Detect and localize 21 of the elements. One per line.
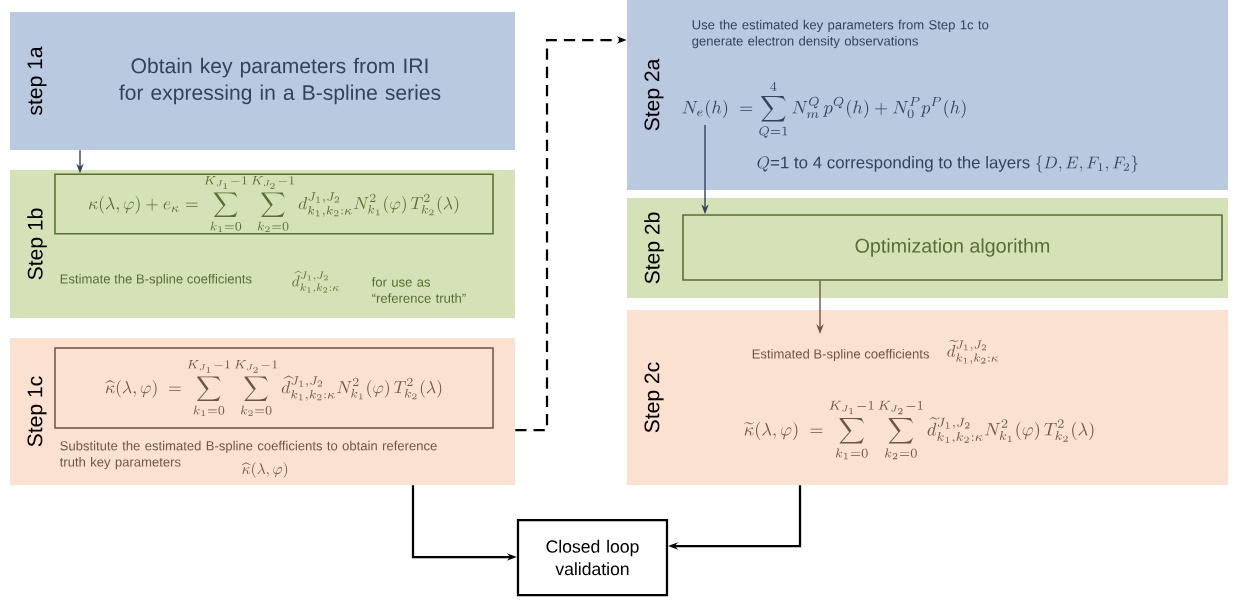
formula: $\widetilde{\kappa}(\lambda,\varphi)\;=\sum_{k_1=0}^{K_{J_1}-1}\sum_{k_2=0}^{K_{J_2}-1}\widetilde{d}^{J_1,J_2}_{k_1,k_2:\kappa}N^2_{k_1}(\varphi)\,T^2_{k_2}(\lambda)$	[743, 400, 1094, 460]
formula: $\widehat{d}^{J_1,J_2}_{k_1,k_2:\kappa}$	[292, 270, 339, 293]
step-label: Step 2c	[644, 362, 664, 433]
formula-box: $\widehat{\kappa}(\lambda,\varphi)\;=\sum_{k_1=0}^{K_{J_1}-1}\sum_{k_2=0}^{K_{J_2}-1}\widehat{d}^{J_1,J_2}_{k_1,k_2:\kappa}N^2_{k_1}(\varphi)\,T^2_{k_2}(\lambda)$	[54, 347, 494, 429]
formula-box: $\kappa(\lambda,\varphi)+e_\kappa=\sum_{k_1=0}^{K_{J_1}-1}\sum_{k_2=0}^{K_{J_2}-1}d^{J_1,J_2}_{k_1,k_2:\kappa}N^2_{k_1}(\varphi)\,T^2_{k_2}(\lambda)$	[54, 173, 494, 235]
formula: $N_e(h)\;=\sum_{Q=1}^{4}N^Q_m\,p^Q(h)+N^P_0p^P(h)$	[682, 81, 966, 138]
step-label: step 1a	[27, 46, 47, 115]
heading: Obtain key parameters from IRI for expressing in a B-spline series	[119, 57, 441, 105]
step-label: Step 2b	[644, 212, 664, 284]
description: Use the estimated key parameters from Step 1c to generate electron density observations	[692, 19, 989, 49]
process-box: Optimization algorithm	[682, 214, 1223, 281]
description: Estimate the B-spline coefficients	[60, 273, 252, 287]
step-label: Step 2a	[644, 58, 664, 131]
step-label: Step 1c	[27, 376, 47, 447]
description: Estimated B-spline coefficients	[752, 348, 929, 362]
description: for use as “reference truth”	[371, 277, 466, 303]
formula: $\widetilde{d}^{J_1,J_2}_{k_1,k_2:\kappa}$	[947, 340, 999, 364]
process-box: Closed loop validation	[516, 518, 669, 597]
step-label: Step 1b	[27, 208, 47, 280]
formula: $\widehat{\kappa}(\lambda,\varphi)$	[241, 462, 288, 478]
formula: $Q\text{=1 to 4 corresponding to the layers }\{D,E,F_1,F_2\}$	[757, 155, 1138, 173]
